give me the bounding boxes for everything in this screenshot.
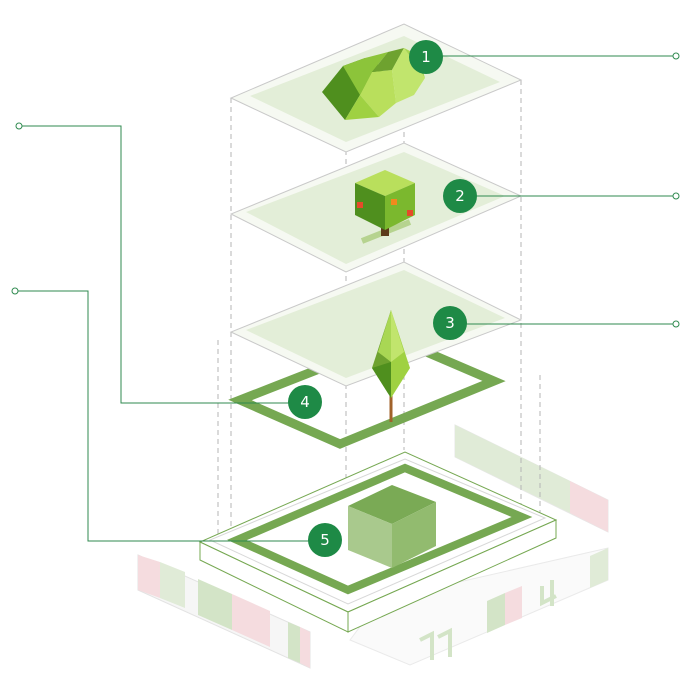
badge-label-1: 1: [421, 48, 431, 66]
layer-3-plane: [229, 261, 523, 387]
fruit-tree-icon: [355, 170, 415, 244]
layer-badge-5[interactable]: 5: [308, 523, 342, 557]
ground-base: [137, 424, 609, 669]
leader-lines: [16, 55, 674, 542]
layer-badge-1[interactable]: 1: [409, 40, 443, 74]
layer-5-base: [198, 451, 558, 633]
ground-faint-marks: [419, 580, 557, 660]
leader-endpoints: [11, 52, 680, 328]
planter-box-icon: [348, 485, 436, 568]
layer-badge-3[interactable]: 3: [433, 306, 467, 340]
layer-badge-2[interactable]: 2: [443, 179, 477, 213]
badge-label-2: 2: [455, 187, 465, 205]
badge-label-3: 3: [445, 314, 455, 332]
shrub-icon: [322, 48, 425, 120]
badge-label-5: 5: [320, 531, 330, 549]
vertical-guides: [217, 24, 541, 625]
layer-badge-4[interactable]: 4: [288, 385, 322, 419]
badge-label-4: 4: [300, 393, 310, 411]
cypress-tree-icon: [372, 310, 410, 422]
